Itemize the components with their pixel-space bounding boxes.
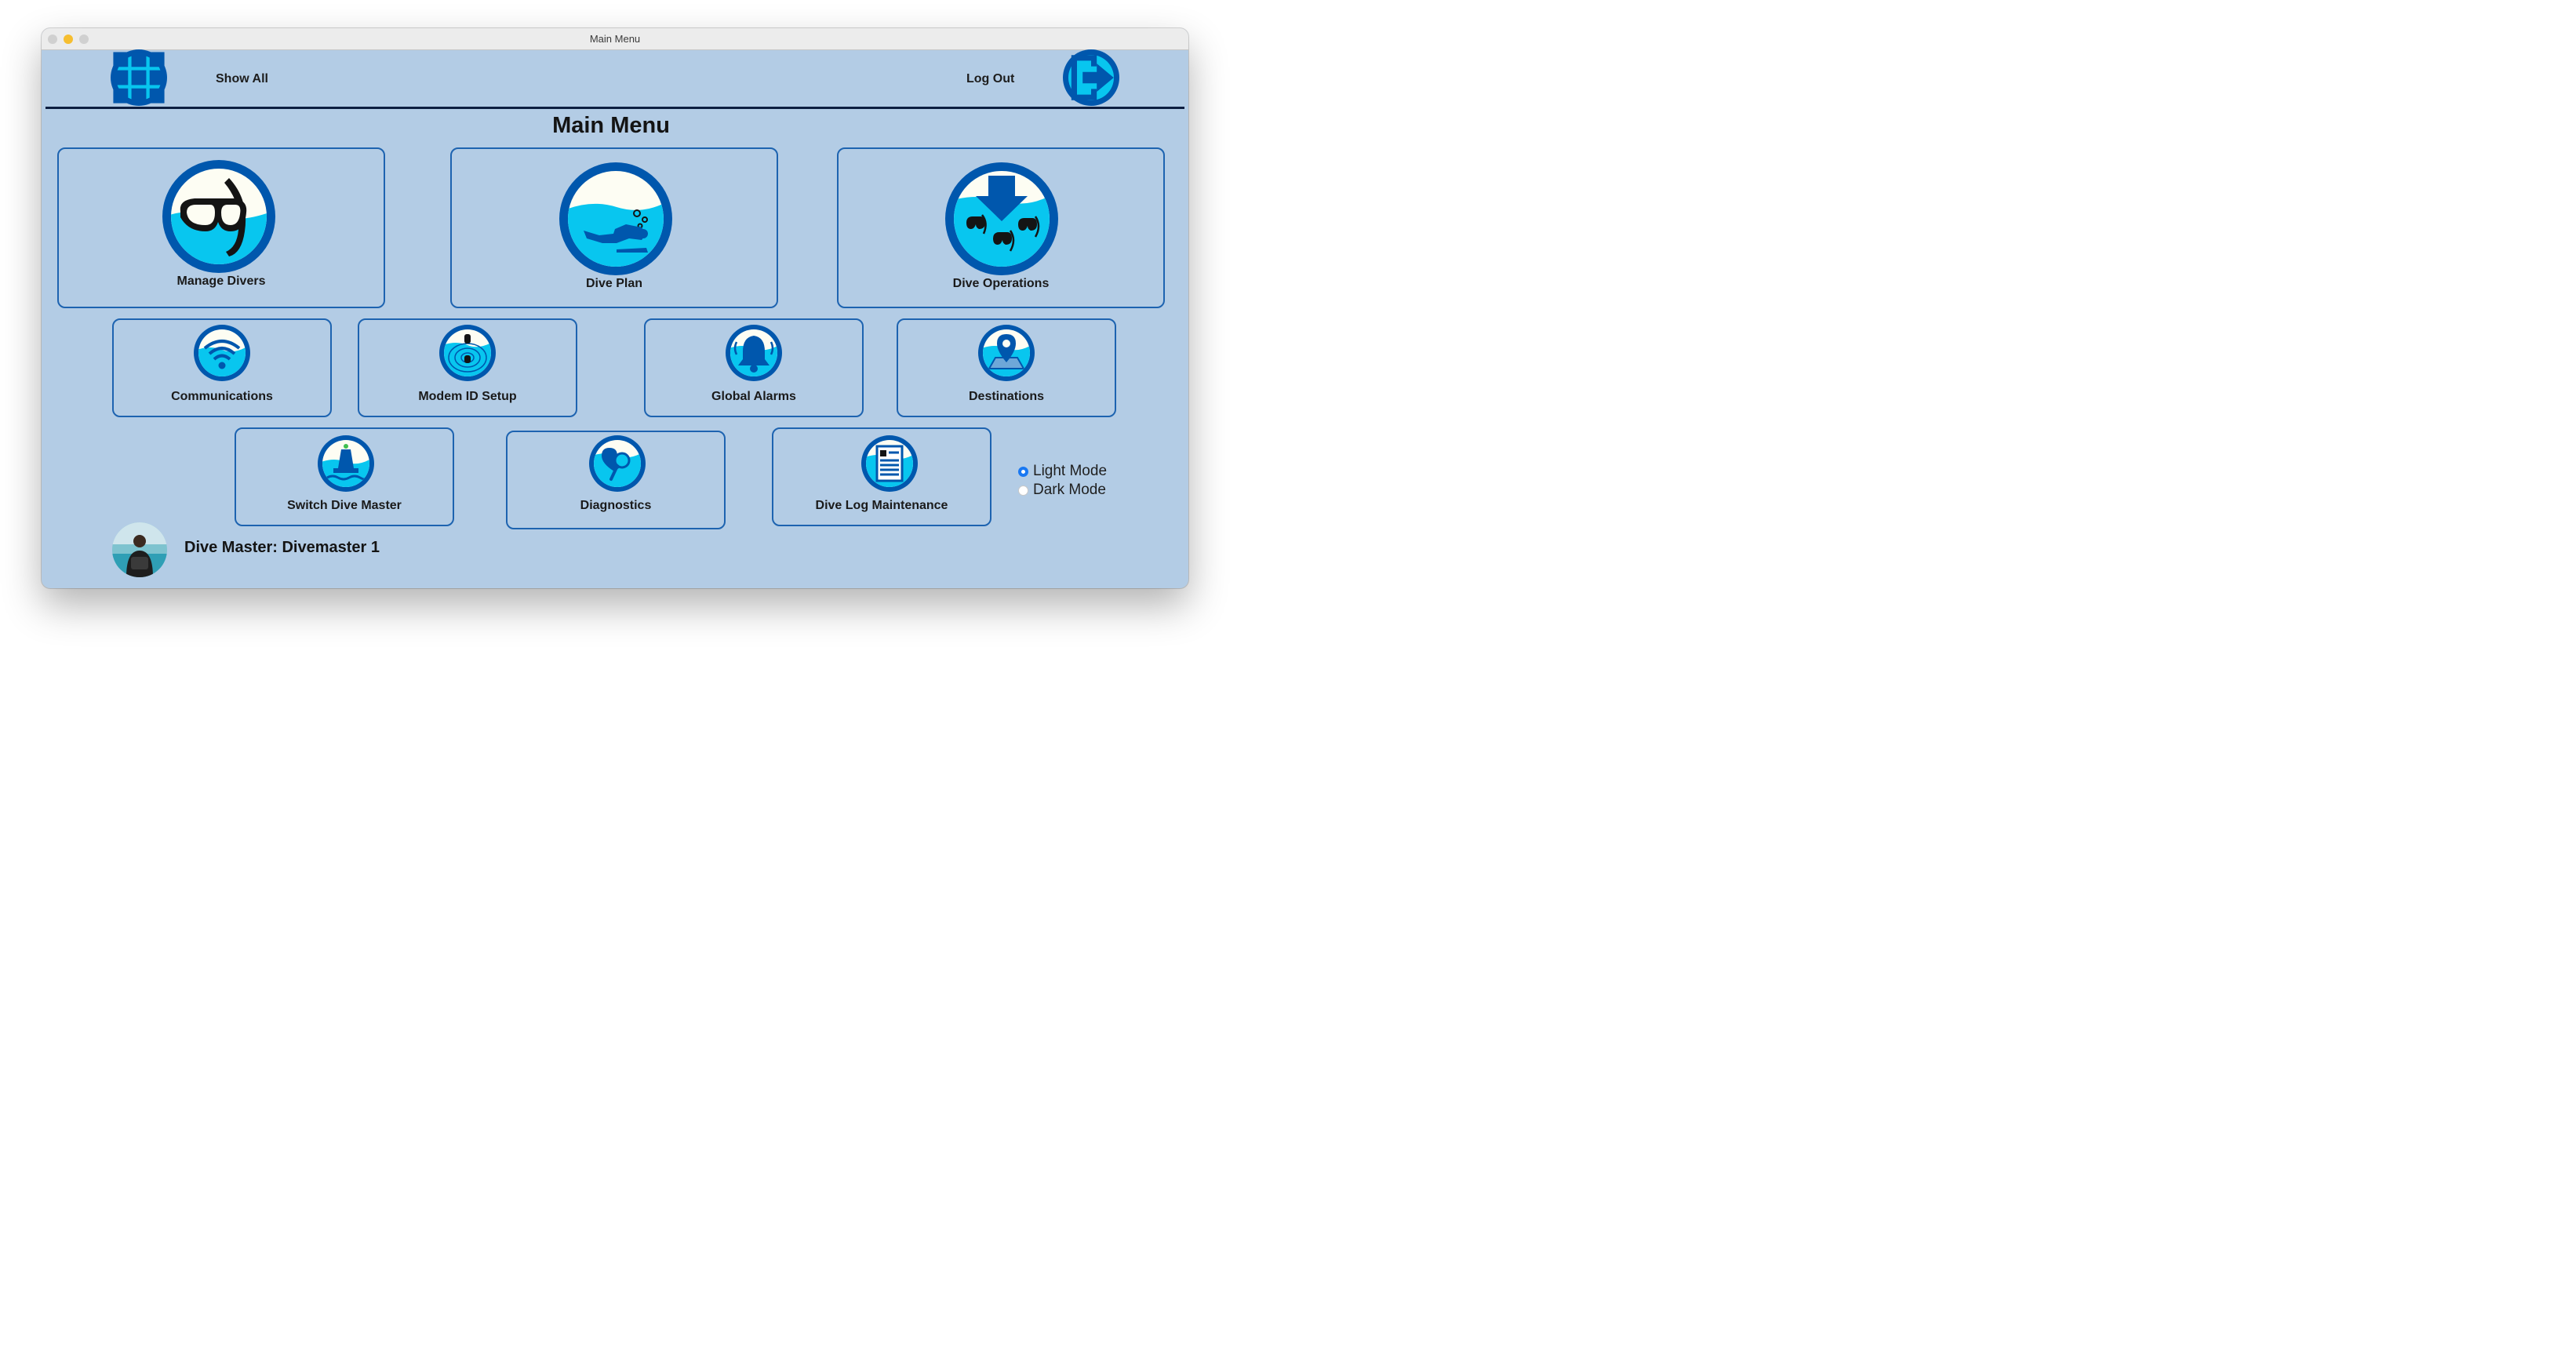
tile-label: Manage Divers	[176, 275, 266, 288]
buoy-icon	[318, 435, 374, 492]
tile-manage-divers[interactable]: Manage Divers	[57, 147, 385, 308]
wifi-signal-icon	[194, 325, 250, 381]
tile-label: Destinations	[968, 390, 1044, 403]
tile-label: Modem ID Setup	[418, 390, 517, 403]
minimize-window-button[interactable]	[64, 35, 73, 44]
page-title: Main Menu	[552, 113, 670, 138]
light-mode-radio[interactable]	[1018, 466, 1028, 477]
show-all-button[interactable]	[111, 49, 167, 106]
logout-button[interactable]	[1063, 49, 1119, 106]
app-window: Main Menu Show All Log Out Main Menu	[42, 28, 1188, 588]
dive-mask-snorkel-icon	[162, 160, 275, 273]
diagnostics-magnifier-icon	[589, 435, 646, 492]
tile-label: Dive Plan	[585, 277, 643, 290]
close-window-button[interactable]	[48, 35, 57, 44]
show-all-label[interactable]: Show All	[216, 72, 268, 85]
dive-master-label: Dive Master: Divemaster 1	[184, 539, 380, 556]
tile-label: Diagnostics	[580, 499, 652, 512]
dark-mode-label: Dark Mode	[1033, 482, 1106, 498]
grid-icon	[113, 52, 165, 104]
tile-destinations[interactable]: Destinations	[897, 318, 1116, 417]
logout-icon	[1068, 55, 1114, 100]
avatar	[112, 522, 167, 577]
tile-communications[interactable]: Communications	[112, 318, 332, 417]
window-title: Main Menu	[589, 33, 641, 45]
tile-dive-plan[interactable]: Dive Plan	[450, 147, 778, 308]
tile-label: Switch Dive Master	[287, 499, 402, 512]
dark-mode-option[interactable]: Dark Mode	[1018, 482, 1106, 499]
tile-label: Global Alarms	[711, 390, 796, 403]
tile-switch-dive-master[interactable]: Switch Dive Master	[235, 427, 454, 526]
map-pin-icon	[978, 325, 1035, 381]
modem-sonar-icon	[439, 325, 496, 381]
title-bar: Main Menu	[42, 28, 1188, 50]
tile-modem-id-setup[interactable]: Modem ID Setup	[358, 318, 577, 417]
dive-operations-icon	[945, 162, 1058, 275]
tile-global-alarms[interactable]: Global Alarms	[644, 318, 864, 417]
logout-label[interactable]: Log Out	[966, 72, 1015, 85]
header-divider	[45, 107, 1184, 109]
dark-mode-radio[interactable]	[1018, 485, 1028, 496]
tile-label: Dive Log Maintenance	[815, 499, 948, 512]
log-document-icon	[861, 435, 918, 492]
tile-dive-operations[interactable]: Dive Operations	[837, 147, 1165, 308]
scuba-diver-icon	[559, 162, 672, 275]
tile-dive-log-maintenance[interactable]: Dive Log Maintenance	[772, 427, 991, 526]
light-mode-option[interactable]: Light Mode	[1018, 463, 1107, 480]
alarm-bell-icon	[726, 325, 782, 381]
zoom-window-button[interactable]	[79, 35, 89, 44]
tile-label: Dive Operations	[952, 277, 1050, 290]
light-mode-label: Light Mode	[1033, 463, 1108, 479]
tile-label: Communications	[171, 390, 273, 403]
tile-diagnostics[interactable]: Diagnostics	[506, 431, 726, 529]
